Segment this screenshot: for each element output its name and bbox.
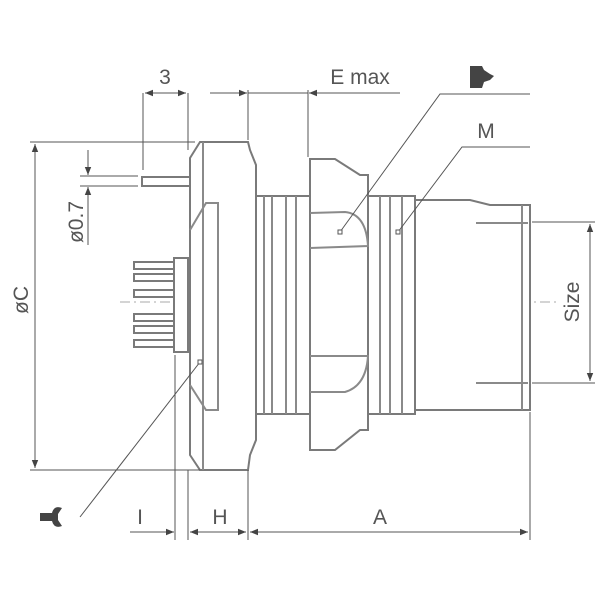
i-label: I xyxy=(137,506,143,529)
pins xyxy=(133,176,191,353)
m-label: M xyxy=(477,120,495,143)
a-label: A xyxy=(373,506,387,529)
front-body xyxy=(409,199,531,411)
panel-nut xyxy=(309,158,370,451)
panel-nut-icon xyxy=(470,66,494,88)
pitch-label: 3 xyxy=(159,66,171,89)
h-label: H xyxy=(212,506,227,529)
e-max-label: E max xyxy=(330,66,390,89)
wrench-icon xyxy=(40,507,62,527)
size-label: Size xyxy=(561,282,584,323)
flange xyxy=(189,141,257,471)
diameter-c-label: øC xyxy=(10,286,33,314)
dimension-lines xyxy=(30,89,595,540)
pin-diameter-label: ø0.7 xyxy=(65,201,88,243)
